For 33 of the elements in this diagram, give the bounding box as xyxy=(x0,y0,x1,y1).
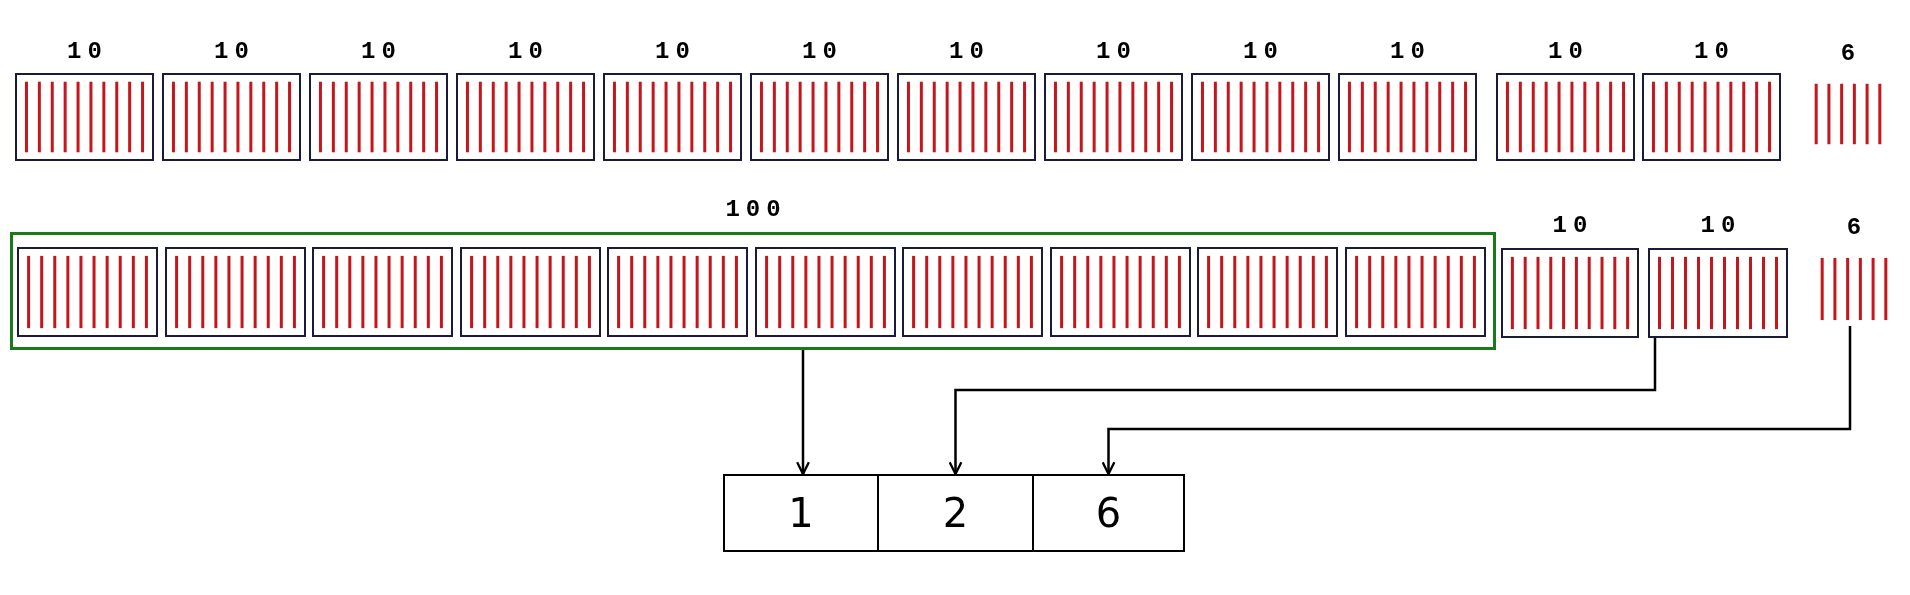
count-label: 100 xyxy=(724,198,787,225)
table-cell: 6 xyxy=(1032,474,1185,552)
count-label: 10 xyxy=(1242,40,1284,67)
bundle-box xyxy=(902,247,1043,337)
count-label: 10 xyxy=(948,40,990,67)
count-label: 10 xyxy=(1389,40,1431,67)
count-label: 6 xyxy=(1845,216,1868,243)
count-label: 10 xyxy=(654,40,696,67)
count-label: 10 xyxy=(1693,40,1735,67)
table-cell: 2 xyxy=(877,474,1034,552)
count-label: 10 xyxy=(360,40,402,67)
arrow xyxy=(1101,326,1852,476)
arrow xyxy=(948,338,1657,476)
bundle-box xyxy=(1049,247,1191,337)
bundle-box xyxy=(312,247,453,337)
count-label: 10 xyxy=(1699,214,1742,241)
bundle-box xyxy=(1197,247,1338,337)
bundle-box xyxy=(607,247,748,337)
table-cell: 1 xyxy=(723,474,879,552)
count-label: 10 xyxy=(507,40,549,67)
count-label: 10 xyxy=(1095,40,1137,67)
bundle-box xyxy=(754,247,896,337)
count-label: 10 xyxy=(1547,40,1589,67)
count-label: 6 xyxy=(1839,42,1862,69)
count-label: 10 xyxy=(213,40,255,67)
count-label: 10 xyxy=(801,40,843,67)
bundle-box xyxy=(1344,247,1486,337)
arrow xyxy=(796,350,810,476)
bundle-box xyxy=(17,247,158,337)
count-label: 10 xyxy=(66,40,108,67)
bundle-box xyxy=(164,247,306,337)
count-label: 10 xyxy=(1551,214,1594,241)
bundle-box xyxy=(459,247,601,337)
